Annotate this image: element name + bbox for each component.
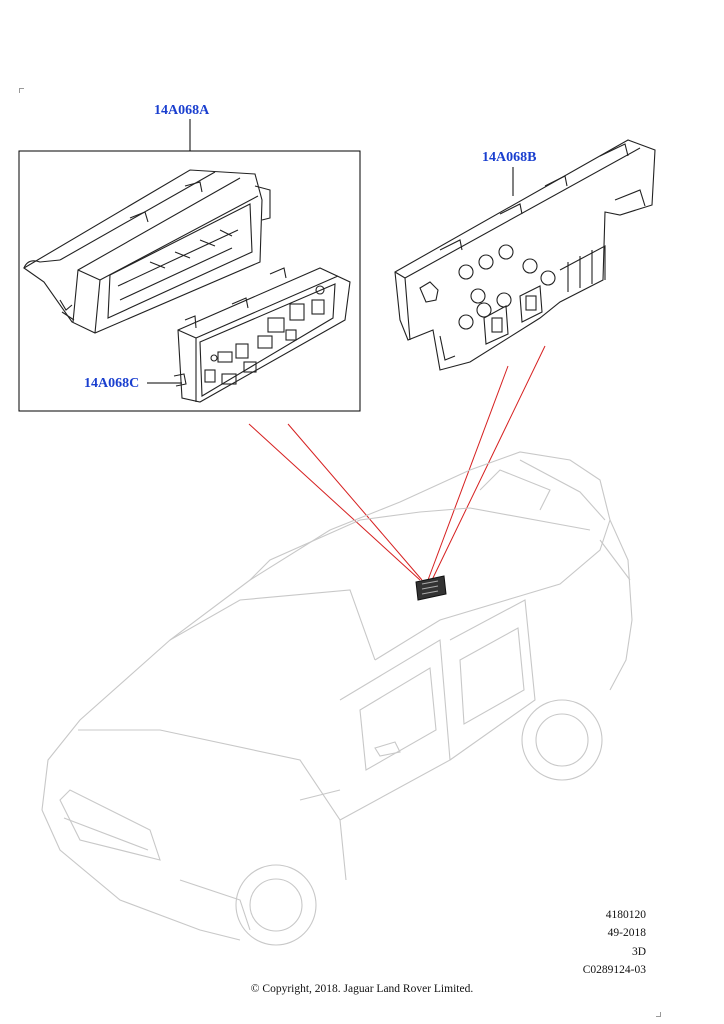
date-code: 49-2018 xyxy=(607,927,646,939)
location-marker xyxy=(415,575,447,601)
view-type: 3D xyxy=(631,946,646,958)
drawing-reference: C0289124-03 xyxy=(582,964,646,976)
part-label-14a068a[interactable]: 14A068A xyxy=(154,103,210,118)
part-label-14a068c[interactable]: 14A068C xyxy=(84,376,140,391)
location-leaders xyxy=(248,345,546,581)
vehicle-outline xyxy=(41,451,633,946)
corner-mark-top-left xyxy=(19,88,24,93)
part-label-14a068b[interactable]: 14A068B xyxy=(482,150,537,165)
housing-cover-drawing xyxy=(22,169,271,334)
fuse-board-drawing xyxy=(173,267,351,403)
relay-housing-drawing xyxy=(394,139,656,371)
copyright-notice: © Copyright, 2018. Jaguar Land Rover Lim… xyxy=(250,983,474,995)
illustration-number: 4180120 xyxy=(605,909,646,921)
corner-mark-bottom-right xyxy=(656,1012,661,1017)
